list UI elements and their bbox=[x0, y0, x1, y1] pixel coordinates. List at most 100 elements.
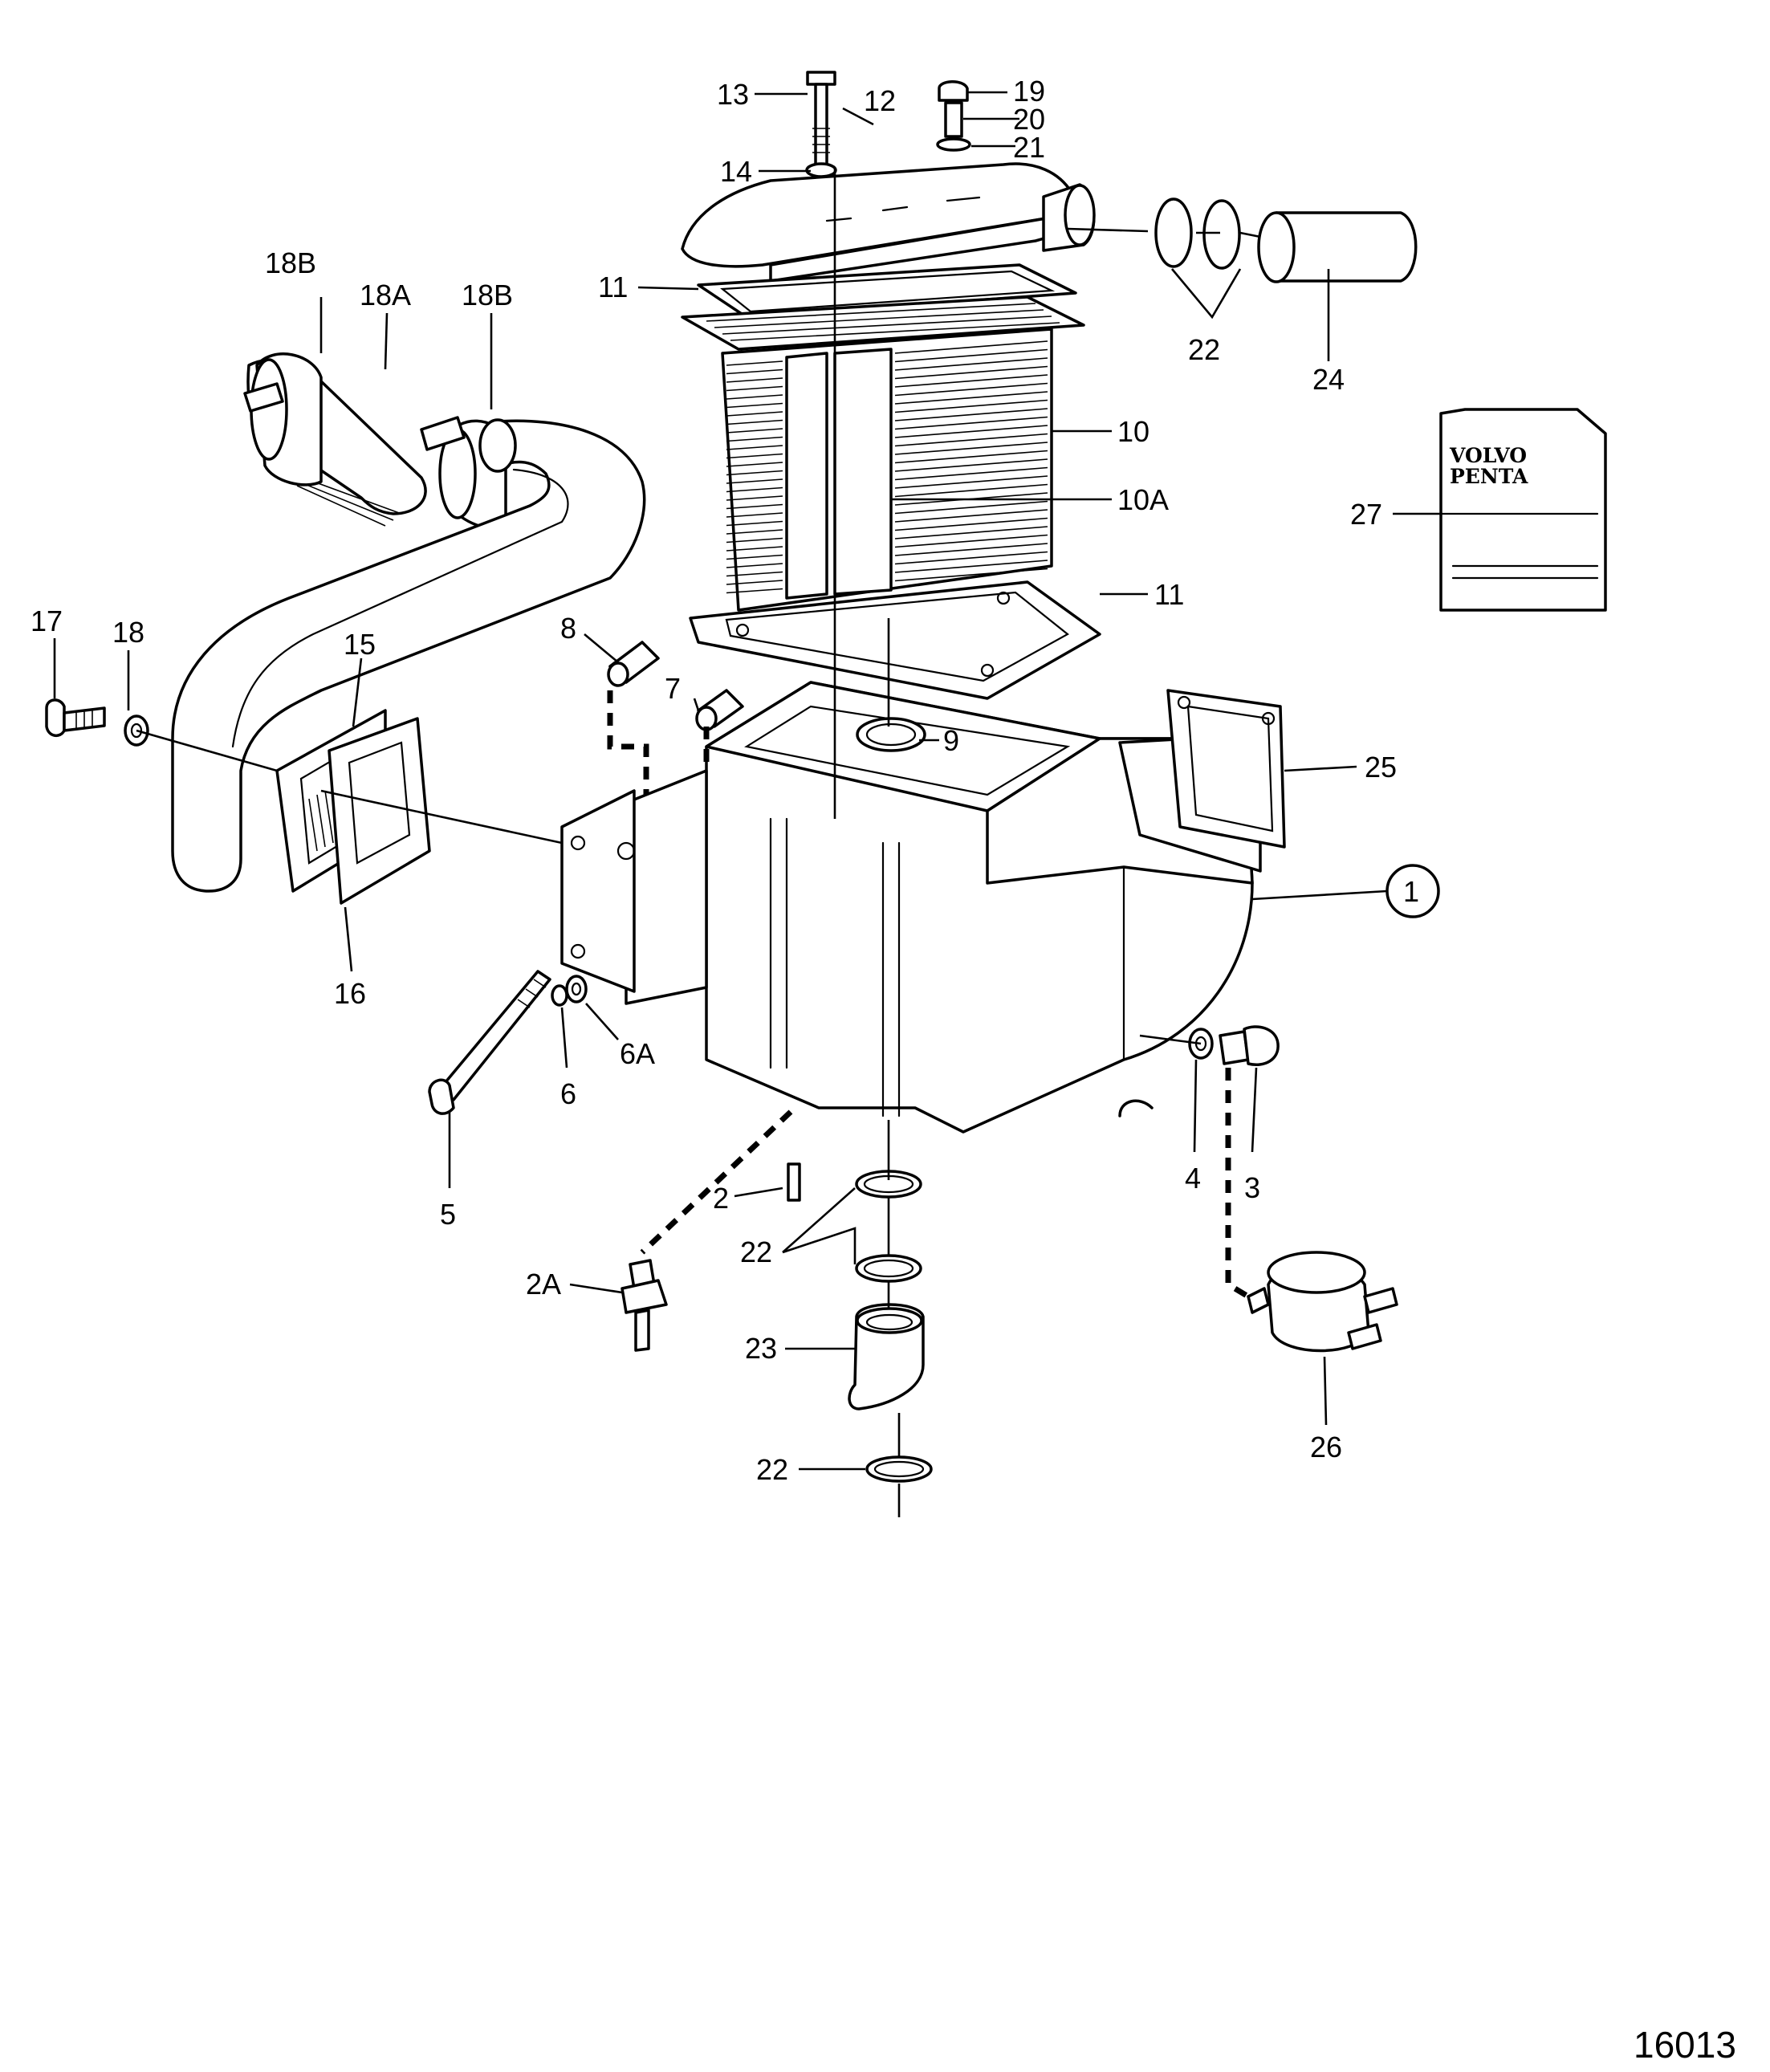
part-14-washer bbox=[805, 162, 837, 178]
part-labels: 1 2 2A 3 4 5 6 6A 7 8 9 10 10A 11 11 12 … bbox=[31, 75, 1419, 1486]
label-5: 5 bbox=[440, 1198, 456, 1231]
part-25-flange-gasket bbox=[1118, 689, 1286, 873]
part-2a-temperature-sensor bbox=[621, 1259, 668, 1352]
label-25: 25 bbox=[1365, 751, 1397, 784]
label-2: 2 bbox=[713, 1182, 729, 1215]
label-6a: 6A bbox=[620, 1037, 655, 1070]
label-16: 16 bbox=[334, 977, 366, 1010]
cooling-fin bbox=[726, 382, 1048, 409]
cooling-fin bbox=[726, 458, 1048, 484]
part-19-plug bbox=[938, 80, 969, 102]
label-19: 19 bbox=[1013, 75, 1045, 108]
cooling-fin bbox=[726, 416, 1048, 442]
label-1: 1 bbox=[1403, 875, 1419, 908]
cooling-fin bbox=[726, 526, 1048, 552]
label-4: 4 bbox=[1185, 1162, 1201, 1195]
part-1-callout-circle bbox=[1385, 864, 1440, 918]
part-10-heat-exchanger-core bbox=[681, 295, 1085, 612]
part-12-top-cover bbox=[681, 162, 1096, 283]
label-21: 21 bbox=[1013, 131, 1045, 164]
booklet-brand-line-1: VOLVO bbox=[1449, 444, 1527, 467]
cooling-fin bbox=[726, 348, 1048, 375]
exhaust-elbow-pipe bbox=[171, 418, 646, 893]
part-6-washer bbox=[551, 984, 568, 1007]
cooling-fin bbox=[726, 399, 1048, 425]
label-12: 12 bbox=[864, 84, 896, 117]
cooling-fin bbox=[726, 374, 1048, 400]
part-22-o-rings-top bbox=[1154, 197, 1241, 270]
cooling-fin bbox=[726, 543, 1048, 568]
cooling-fin bbox=[726, 568, 1048, 594]
cooling-fin bbox=[726, 442, 1048, 467]
cooling-fin bbox=[726, 340, 1048, 366]
label-18: 18 bbox=[112, 616, 144, 649]
cooling-fin bbox=[726, 365, 1048, 392]
label-18a: 18A bbox=[360, 279, 411, 311]
cooling-fin bbox=[726, 450, 1048, 476]
part-22-o-ring-bottom bbox=[865, 1455, 933, 1483]
part-13-bolt bbox=[806, 71, 836, 166]
label-7: 7 bbox=[665, 672, 681, 705]
label-8: 8 bbox=[560, 612, 576, 645]
label-18b-left: 18B bbox=[265, 246, 316, 279]
label-leaders bbox=[53, 91, 1441, 1471]
label-20: 20 bbox=[1013, 103, 1045, 136]
part-6a-washer bbox=[565, 975, 588, 1003]
part-9-o-ring bbox=[856, 717, 926, 752]
label-18b-right: 18B bbox=[462, 279, 513, 311]
label-10a: 10A bbox=[1117, 483, 1169, 516]
label-11-top: 11 bbox=[598, 271, 628, 303]
part-21-washer bbox=[936, 137, 971, 152]
label-13: 13 bbox=[717, 78, 749, 111]
label-14: 14 bbox=[720, 155, 752, 188]
label-22-top: 22 bbox=[1188, 333, 1220, 366]
cooling-fin bbox=[726, 425, 1048, 450]
label-22-middle: 22 bbox=[740, 1235, 772, 1268]
cooling-fin bbox=[726, 391, 1048, 417]
part-24-hose bbox=[1257, 211, 1418, 283]
cooling-fin bbox=[726, 534, 1048, 560]
cooling-fin bbox=[726, 408, 1048, 434]
part-17-bolt bbox=[45, 698, 106, 737]
cooling-fin bbox=[726, 560, 1048, 585]
figure-number: 16013 bbox=[1634, 2024, 1736, 2066]
label-22-bottom: 22 bbox=[756, 1453, 788, 1486]
label-27: 27 bbox=[1350, 498, 1382, 531]
cooling-fin bbox=[726, 475, 1048, 501]
part-18b-hose-clamp-left bbox=[243, 352, 323, 486]
cooling-fin bbox=[726, 466, 1048, 493]
cooling-fin bbox=[726, 500, 1048, 527]
label-6: 6 bbox=[560, 1077, 576, 1110]
booklet-brand-line-2: PENTA bbox=[1450, 465, 1528, 488]
cooling-fin bbox=[726, 551, 1048, 577]
part-26-pressure-sender bbox=[1247, 1251, 1398, 1353]
part-20-insert bbox=[944, 101, 963, 138]
dashed-assembly-lines bbox=[607, 690, 1250, 1300]
label-2a: 2A bbox=[526, 1268, 561, 1301]
label-24: 24 bbox=[1312, 363, 1345, 396]
part-23-connection-pipe bbox=[848, 1303, 925, 1411]
part-5-bolt bbox=[428, 970, 551, 1115]
part-3-plug bbox=[1219, 1025, 1280, 1066]
part-8-sleeve bbox=[607, 641, 660, 687]
label-9: 9 bbox=[943, 724, 959, 757]
part-7-sleeve bbox=[695, 689, 744, 731]
part-2-pin bbox=[787, 1162, 801, 1202]
part-27-instruction-booklet bbox=[1439, 408, 1607, 612]
label-26: 26 bbox=[1310, 1431, 1342, 1463]
cooling-fin bbox=[726, 483, 1048, 510]
part-11-upper-gasket bbox=[697, 263, 1077, 319]
cooling-fin bbox=[726, 433, 1048, 459]
cooling-fin bbox=[726, 357, 1048, 383]
part-16-gasket bbox=[328, 717, 431, 905]
label-3: 3 bbox=[1244, 1171, 1260, 1204]
part-11-lower-gasket bbox=[689, 580, 1101, 700]
assembly-axis-lines bbox=[136, 169, 1261, 1517]
label-17: 17 bbox=[31, 605, 63, 637]
label-10: 10 bbox=[1117, 415, 1149, 448]
cooling-fin bbox=[726, 517, 1048, 543]
cooling-fin bbox=[726, 509, 1048, 535]
label-23: 23 bbox=[745, 1332, 777, 1365]
part-1-exhaust-manifold-housing bbox=[560, 681, 1254, 1134]
